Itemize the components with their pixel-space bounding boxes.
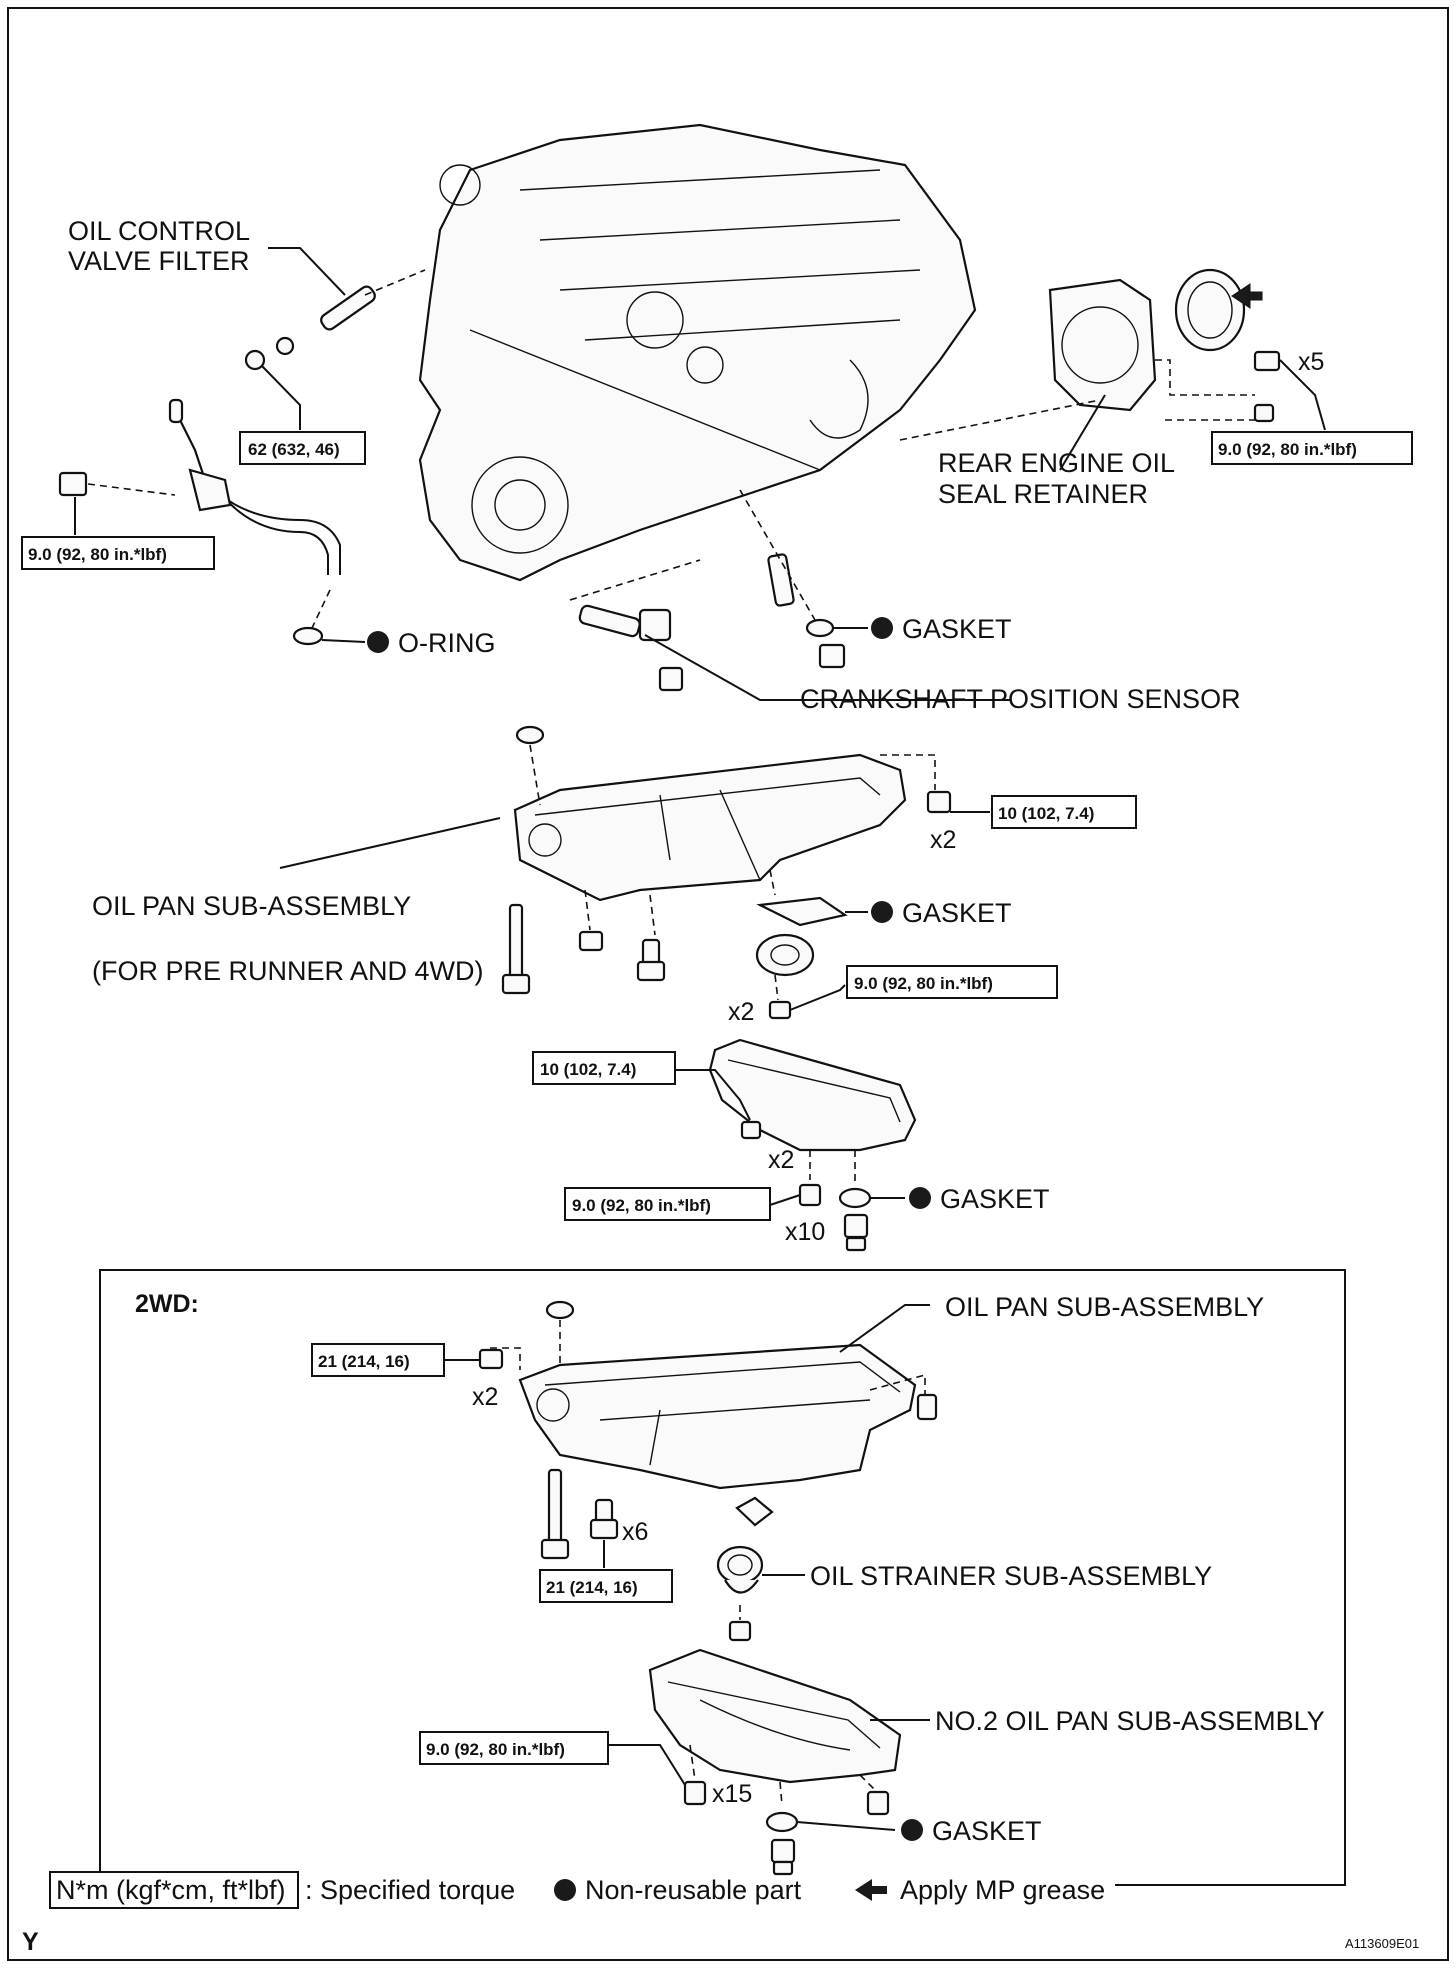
oil-pan-end-bolt [926,790,952,814]
ocv-plug-bolt [244,336,295,371]
oil-pan-long-bolt [501,903,531,995]
oil-pan-stud-bolt [636,938,666,982]
oil-pan-o-ring-2wd [545,1300,575,1320]
qty-no2-pan-bolts-4wd: x10 [785,1218,825,1246]
crankshaft-position-sensor [578,604,684,692]
non-reusable-mark-drain-gasket-2wd [901,1819,923,1841]
non-reusable-mark-block-gasket [871,617,893,639]
no2-oil-pan-4wd [708,1038,917,1152]
dipstick-guide [168,398,341,575]
rear-oil-seal [1174,268,1246,352]
qty-no2-pan-nuts-4wd: x2 [768,1146,794,1174]
non-reusable-mark-o-ring [367,631,389,653]
torque-oil-pan-2wd-side-nut: 21 (214, 16) [318,1352,410,1371]
label-gasket-drain-4wd: GASKET [940,1184,1050,1214]
outer-frame [7,7,1449,1961]
oil-pan-2wd-stud-bolt [589,1498,619,1540]
legend-mp-grease-arrow-icon [855,1879,887,1901]
engine-block [418,123,977,582]
legend-non-reusable: Non-reusable part [585,1875,802,1905]
label-gasket-oil-pan: GASKET [902,898,1012,928]
oil-pan-2wd-long-bolt [540,1468,570,1560]
label-no2-oil-pan: NO.2 OIL PAN SUB-ASSEMBLY [935,1706,1325,1736]
torque-retainer-bolt: 9.0 (92, 80 in.*lbf) [1218,440,1357,459]
qty-cover-plate-nuts: x2 [728,998,754,1026]
label-oil-pan-line2: (FOR PRE RUNNER AND 4WD) [92,956,484,986]
cover-plate-nut [768,1000,792,1020]
no2-pan-2wd-bolt-front [683,1780,707,1806]
section-2wd-frame [99,1269,1346,1890]
torque-oil-pan-end-bolt: 10 (102, 7.4) [998,804,1094,823]
label-rear-seal-line1: REAR ENGINE OIL [938,448,1175,478]
torque-no2-pan-bolt-4wd: 9.0 (92, 80 in.*lbf) [572,1196,711,1215]
drain-plug-2wd [770,1838,796,1876]
torque-oil-pan-2wd-bolt: 21 (214, 16) [546,1578,638,1597]
legend-mp-grease: Apply MP grease [900,1875,1105,1905]
no2-oil-pan-2wd [648,1648,902,1784]
oil-control-valve-filter [320,285,376,331]
drain-plug-4wd [843,1213,869,1252]
torque-cover-plate-nut: 9.0 (92, 80 in.*lbf) [854,974,993,993]
legend-torque-desc: : Specified torque [305,1875,515,1905]
qty-no2-pan-2wd-bolts: x15 [712,1780,752,1808]
oil-strainer [716,1545,764,1594]
legend-non-reusable-icon [554,1879,576,1901]
block-drain-plug [767,553,846,669]
qty-oil-pan-2wd-bolts: x6 [622,1518,648,1546]
oil-pan-cover-plate [755,933,815,977]
no2-pan-nut-4wd [740,1120,762,1140]
oil-pan-2wd-end-bolt [916,1393,938,1421]
oil-pan-gasket-4wd [756,896,848,927]
label-oil-strainer: OIL STRAINER SUB-ASSEMBLY [810,1561,1212,1591]
label-oil-pan-line1: OIL PAN SUB-ASSEMBLY [92,891,411,921]
oil-pan-4wd [513,753,907,902]
drain-plug-gasket-4wd [838,1187,872,1209]
qty-oil-pan-2wd-side-nuts: x2 [472,1383,498,1411]
qty-oil-pan-end-bolts: x2 [930,826,956,854]
qty-retainer-bolts: x5 [1298,348,1324,376]
strainer-gasket-2wd [735,1496,774,1527]
torque-ocv-plug: 62 (632, 46) [248,440,340,459]
non-reusable-mark-oil-pan-gasket [871,901,893,923]
oil-pan-2wd [518,1343,917,1490]
label-ocv-filter-line2: VALVE FILTER [68,246,250,276]
oil-pan-nut-1 [578,930,604,952]
label-gasket-block: GASKET [902,614,1012,644]
label-oil-pan-2wd: OIL PAN SUB-ASSEMBLY [945,1292,1264,1322]
figure-id: A113609E01 [1345,1936,1419,1951]
drain-plug-gasket-2wd [765,1811,799,1833]
dipstick-guide-bolt [58,471,176,497]
oil-pan-2wd-side-nut [478,1348,504,1370]
o-ring-part [292,626,324,646]
label-rear-seal-line2: SEAL RETAINER [938,479,1148,509]
torque-dipstick-bolt: 9.0 (92, 80 in.*lbf) [28,545,167,564]
label-crank-sensor: CRANKSHAFT POSITION SENSOR [800,684,1241,714]
oil-pan-o-ring [515,725,545,745]
torque-no2-pan-2wd-bolt: 9.0 (92, 80 in.*lbf) [426,1740,565,1759]
label-section-2wd: 2WD: [135,1290,199,1318]
label-o-ring: O-RING [398,628,496,658]
corner-letter: Y [22,1928,39,1956]
no2-pan-bolt-4wd [798,1183,822,1207]
label-ocv-filter-line1: OIL CONTROL [68,216,250,246]
rear-oil-seal-retainer [1048,278,1157,412]
retainer-bolt [1253,350,1281,372]
mp-grease-arrow [1231,283,1263,309]
retainer-nut [1253,403,1275,423]
strainer-nut-2wd [728,1620,752,1642]
non-reusable-mark-drain-gasket-4wd [909,1187,931,1209]
torque-no2-pan-nut-4wd: 10 (102, 7.4) [540,1060,636,1079]
no2-pan-2wd-bolt-rear [866,1790,890,1816]
label-gasket-drain-2wd: GASKET [932,1816,1042,1846]
legend-torque-unit: N*m (kgf*cm, ft*lbf) [56,1875,286,1905]
